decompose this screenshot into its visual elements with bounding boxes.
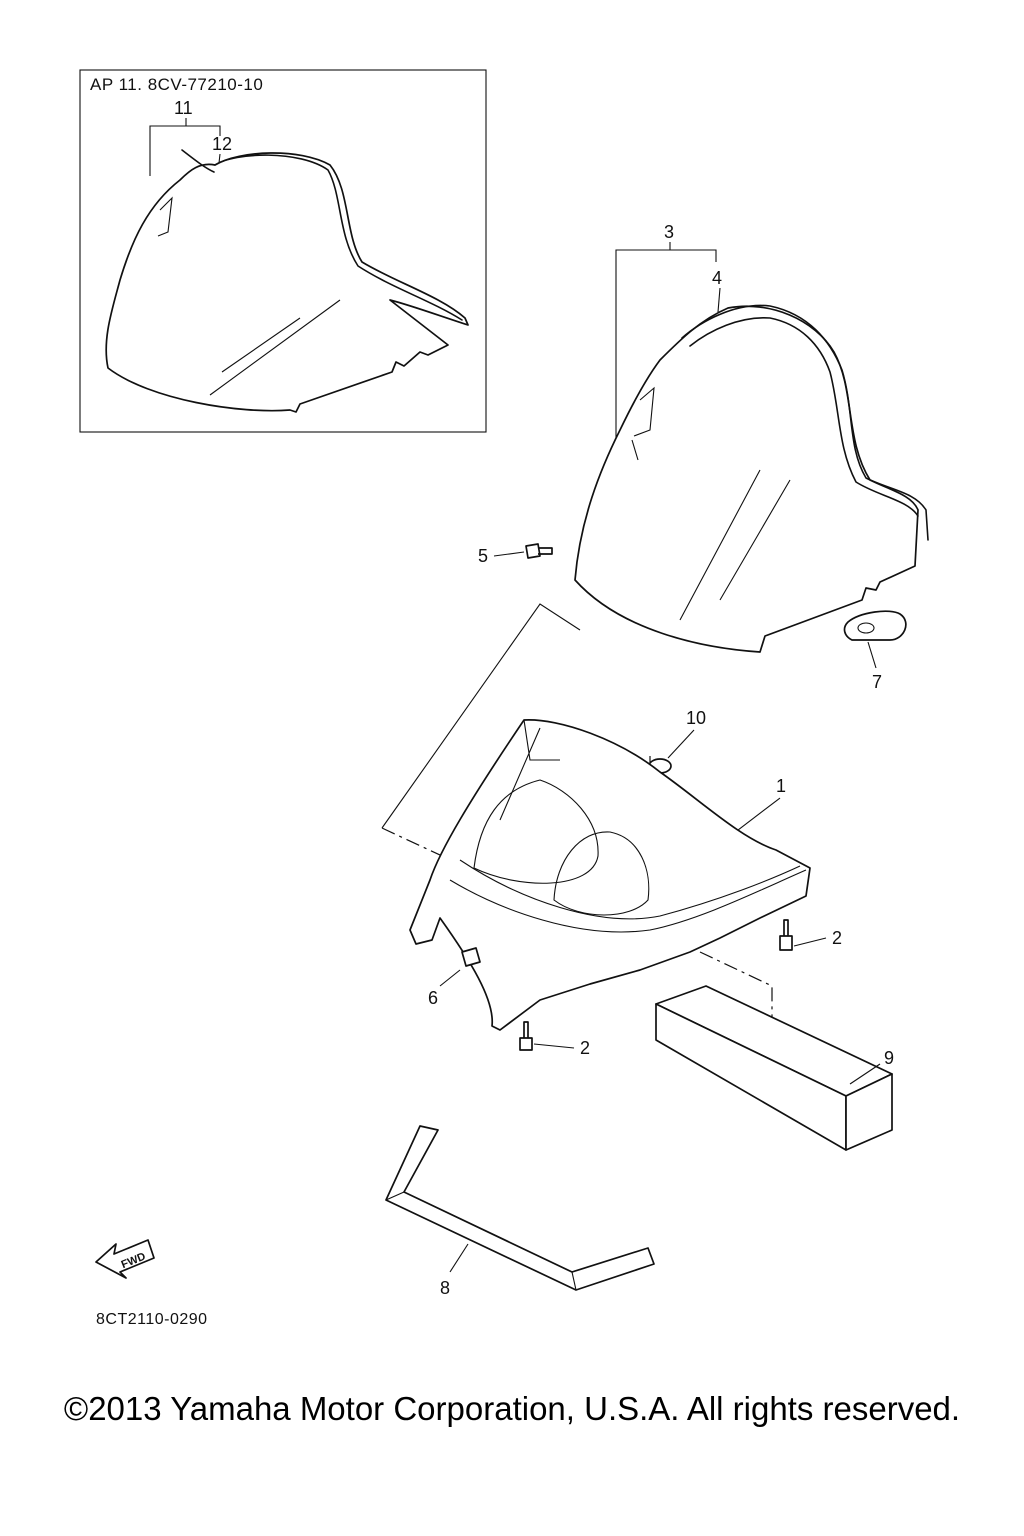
callout-5[interactable]: 5 — [478, 546, 488, 566]
callout-7[interactable]: 7 — [872, 672, 882, 692]
callout-2b-leader — [533, 1043, 575, 1049]
callout-7-leader — [867, 641, 877, 669]
callout-10[interactable]: 10 — [686, 708, 706, 728]
callout-11-bracket — [149, 118, 221, 176]
diagram-code: 8CT2110-0290 — [96, 1311, 208, 1328]
seal-8 — [385, 1125, 655, 1291]
hood-rim-line — [449, 869, 807, 933]
screw-2-right — [779, 919, 793, 951]
inset-frame — [79, 69, 487, 433]
inset-trim-end — [181, 149, 215, 173]
callout-2b[interactable]: 2 — [580, 1038, 590, 1058]
well-nut-7 — [843, 610, 907, 641]
mount-lead-line — [381, 603, 581, 829]
foam-pad-9-end — [845, 1073, 893, 1151]
hood-headlight-left — [473, 779, 599, 884]
callout-9[interactable]: 9 — [884, 1048, 894, 1068]
windshield-surface-lines — [679, 469, 791, 621]
callout-6[interactable]: 6 — [428, 988, 438, 1008]
callout-6-leader — [439, 969, 461, 987]
windshield — [574, 305, 919, 653]
foam-pad-9-group: 9 — [655, 985, 894, 1151]
windshield-trim-inner — [689, 317, 919, 517]
grommet-6 — [461, 947, 481, 967]
callout-4-leader — [717, 287, 721, 313]
callout-1[interactable]: 1 — [776, 776, 786, 796]
callout-2a-leader — [793, 937, 827, 947]
callout-8[interactable]: 8 — [440, 1278, 450, 1298]
windshield-assembly: 3 4 5 7 — [478, 222, 929, 692]
fwd-arrow: FWD — [95, 1239, 155, 1279]
callout-12[interactable]: 12 — [212, 134, 232, 154]
hood-assembly: 10 1 6 2 2 — [409, 708, 842, 1058]
seal-8-group: 8 — [385, 1125, 655, 1298]
hood — [409, 719, 811, 1031]
well-nut-7-hole — [857, 622, 875, 634]
callout-3[interactable]: 3 — [664, 222, 674, 242]
callout-11[interactable]: 11 — [174, 98, 193, 118]
inset-header: AP 11. 8CV-77210-10 — [90, 75, 263, 94]
inset-trim-12 — [214, 154, 463, 321]
callout-9-leader — [849, 1063, 881, 1085]
callout-5-leader — [493, 551, 525, 557]
fwd-arrow-icon — [95, 1239, 155, 1279]
callout-4[interactable]: 4 — [712, 268, 722, 288]
windshield-notch — [631, 386, 655, 461]
callout-3-bracket — [615, 242, 717, 444]
hood-headlight-right — [553, 831, 650, 916]
accessory-inset: AP 11. 8CV-77210-10 11 12 — [79, 69, 487, 433]
seal-8-edges — [385, 1191, 577, 1291]
inset-notch — [157, 196, 173, 237]
callout-1-leader — [737, 797, 781, 831]
inset-windshield — [105, 152, 469, 413]
callout-8-leader — [449, 1243, 469, 1273]
callout-10-leader — [667, 729, 695, 759]
copyright-notice: ©2013 Yamaha Motor Corporation, U.S.A. A… — [63, 1390, 961, 1427]
callout-2a[interactable]: 2 — [832, 928, 842, 948]
screw-5 — [525, 543, 553, 559]
hood-ridge-lines — [499, 719, 560, 821]
windshield-trim-4 — [681, 304, 929, 541]
hood-rim-inner — [459, 859, 801, 920]
inset-surface-lines — [209, 299, 341, 396]
screw-2-bottom — [519, 1021, 533, 1051]
